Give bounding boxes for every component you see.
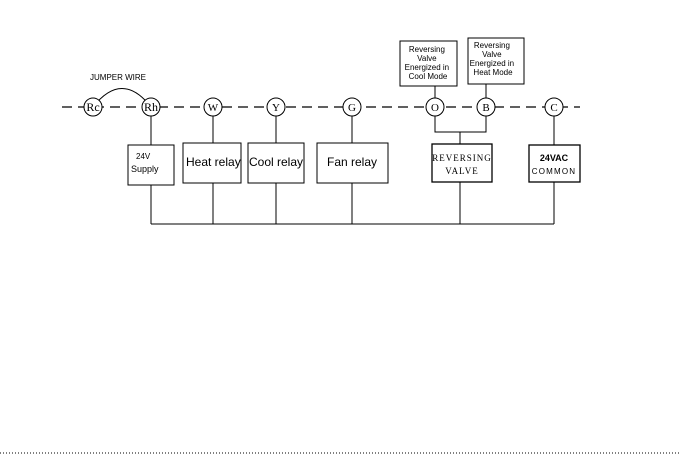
- cool-relay-label: Cool relay: [249, 155, 303, 169]
- cool-note-line-4: Cool Mode: [409, 72, 448, 81]
- terminal-rh: Rh: [142, 98, 160, 116]
- terminal-y: Y: [267, 98, 285, 116]
- cool-note-line-1: Reversing: [409, 45, 445, 54]
- terminal-g: G: [343, 98, 361, 116]
- terminal-b: B: [477, 98, 495, 116]
- return-wires: [151, 182, 554, 224]
- supply-line-2: Supply: [131, 164, 159, 174]
- terminal-c-label: C: [550, 102, 557, 114]
- reversing-valve-line-1: REVERSING: [432, 153, 492, 163]
- cool-mode-note: Reversing Valve Energized in Cool Mode: [400, 41, 457, 86]
- terminal-g-label: G: [348, 102, 356, 114]
- heat-note-line-3: Energized in: [470, 59, 514, 68]
- terminal-rc-label: Rc: [86, 100, 99, 114]
- supply-box: 24V Supply: [128, 145, 174, 185]
- cool-relay-box: Cool relay: [248, 143, 304, 183]
- fan-relay-label: Fan relay: [327, 155, 377, 169]
- svg-text:Reversing Valve En: Reversing Valve Energized in Heat Mode: [470, 41, 517, 77]
- supply-line-1: 24V: [136, 152, 151, 161]
- terminal-w: W: [204, 98, 222, 116]
- common-line-2: COMMON: [532, 167, 577, 176]
- heat-relay-box: Heat relay: [183, 143, 241, 183]
- common-line-1: 24VAC: [540, 153, 569, 163]
- terminal-w-label: W: [208, 102, 219, 114]
- heat-note-line-1: Reversing: [474, 41, 510, 50]
- terminal-b-label: B: [482, 102, 489, 114]
- heat-mode-note: Reversing Valve Energized in Heat Mode: [468, 38, 524, 84]
- heat-note-line-2: Valve: [482, 50, 502, 59]
- fan-relay-box: Fan relay: [317, 143, 388, 183]
- heat-relay-label: Heat relay: [186, 155, 241, 169]
- terminal-wires: [151, 116, 554, 145]
- reversing-valve-line-2: VALVE: [445, 166, 479, 176]
- common-box: 24VAC COMMON: [529, 145, 580, 182]
- terminal-y-label: Y: [272, 102, 280, 114]
- svg-text:Reversing Valve En: Reversing Valve Energized in Cool Mode: [405, 45, 452, 81]
- cool-note-line-2: Valve: [417, 54, 437, 63]
- terminal-o: O: [426, 98, 444, 116]
- terminal-o-label: O: [431, 102, 439, 114]
- terminal-rc: Rc: [84, 98, 102, 116]
- cool-note-line-3: Energized in: [405, 63, 449, 72]
- terminal-c: C: [545, 98, 563, 116]
- reversing-valve-box: REVERSING VALVE: [432, 144, 492, 182]
- jumper-wire-label: JUMPER WIRE: [90, 73, 146, 82]
- terminal-rh-label: Rh: [144, 100, 158, 114]
- heat-note-line-4: Heat Mode: [473, 68, 513, 77]
